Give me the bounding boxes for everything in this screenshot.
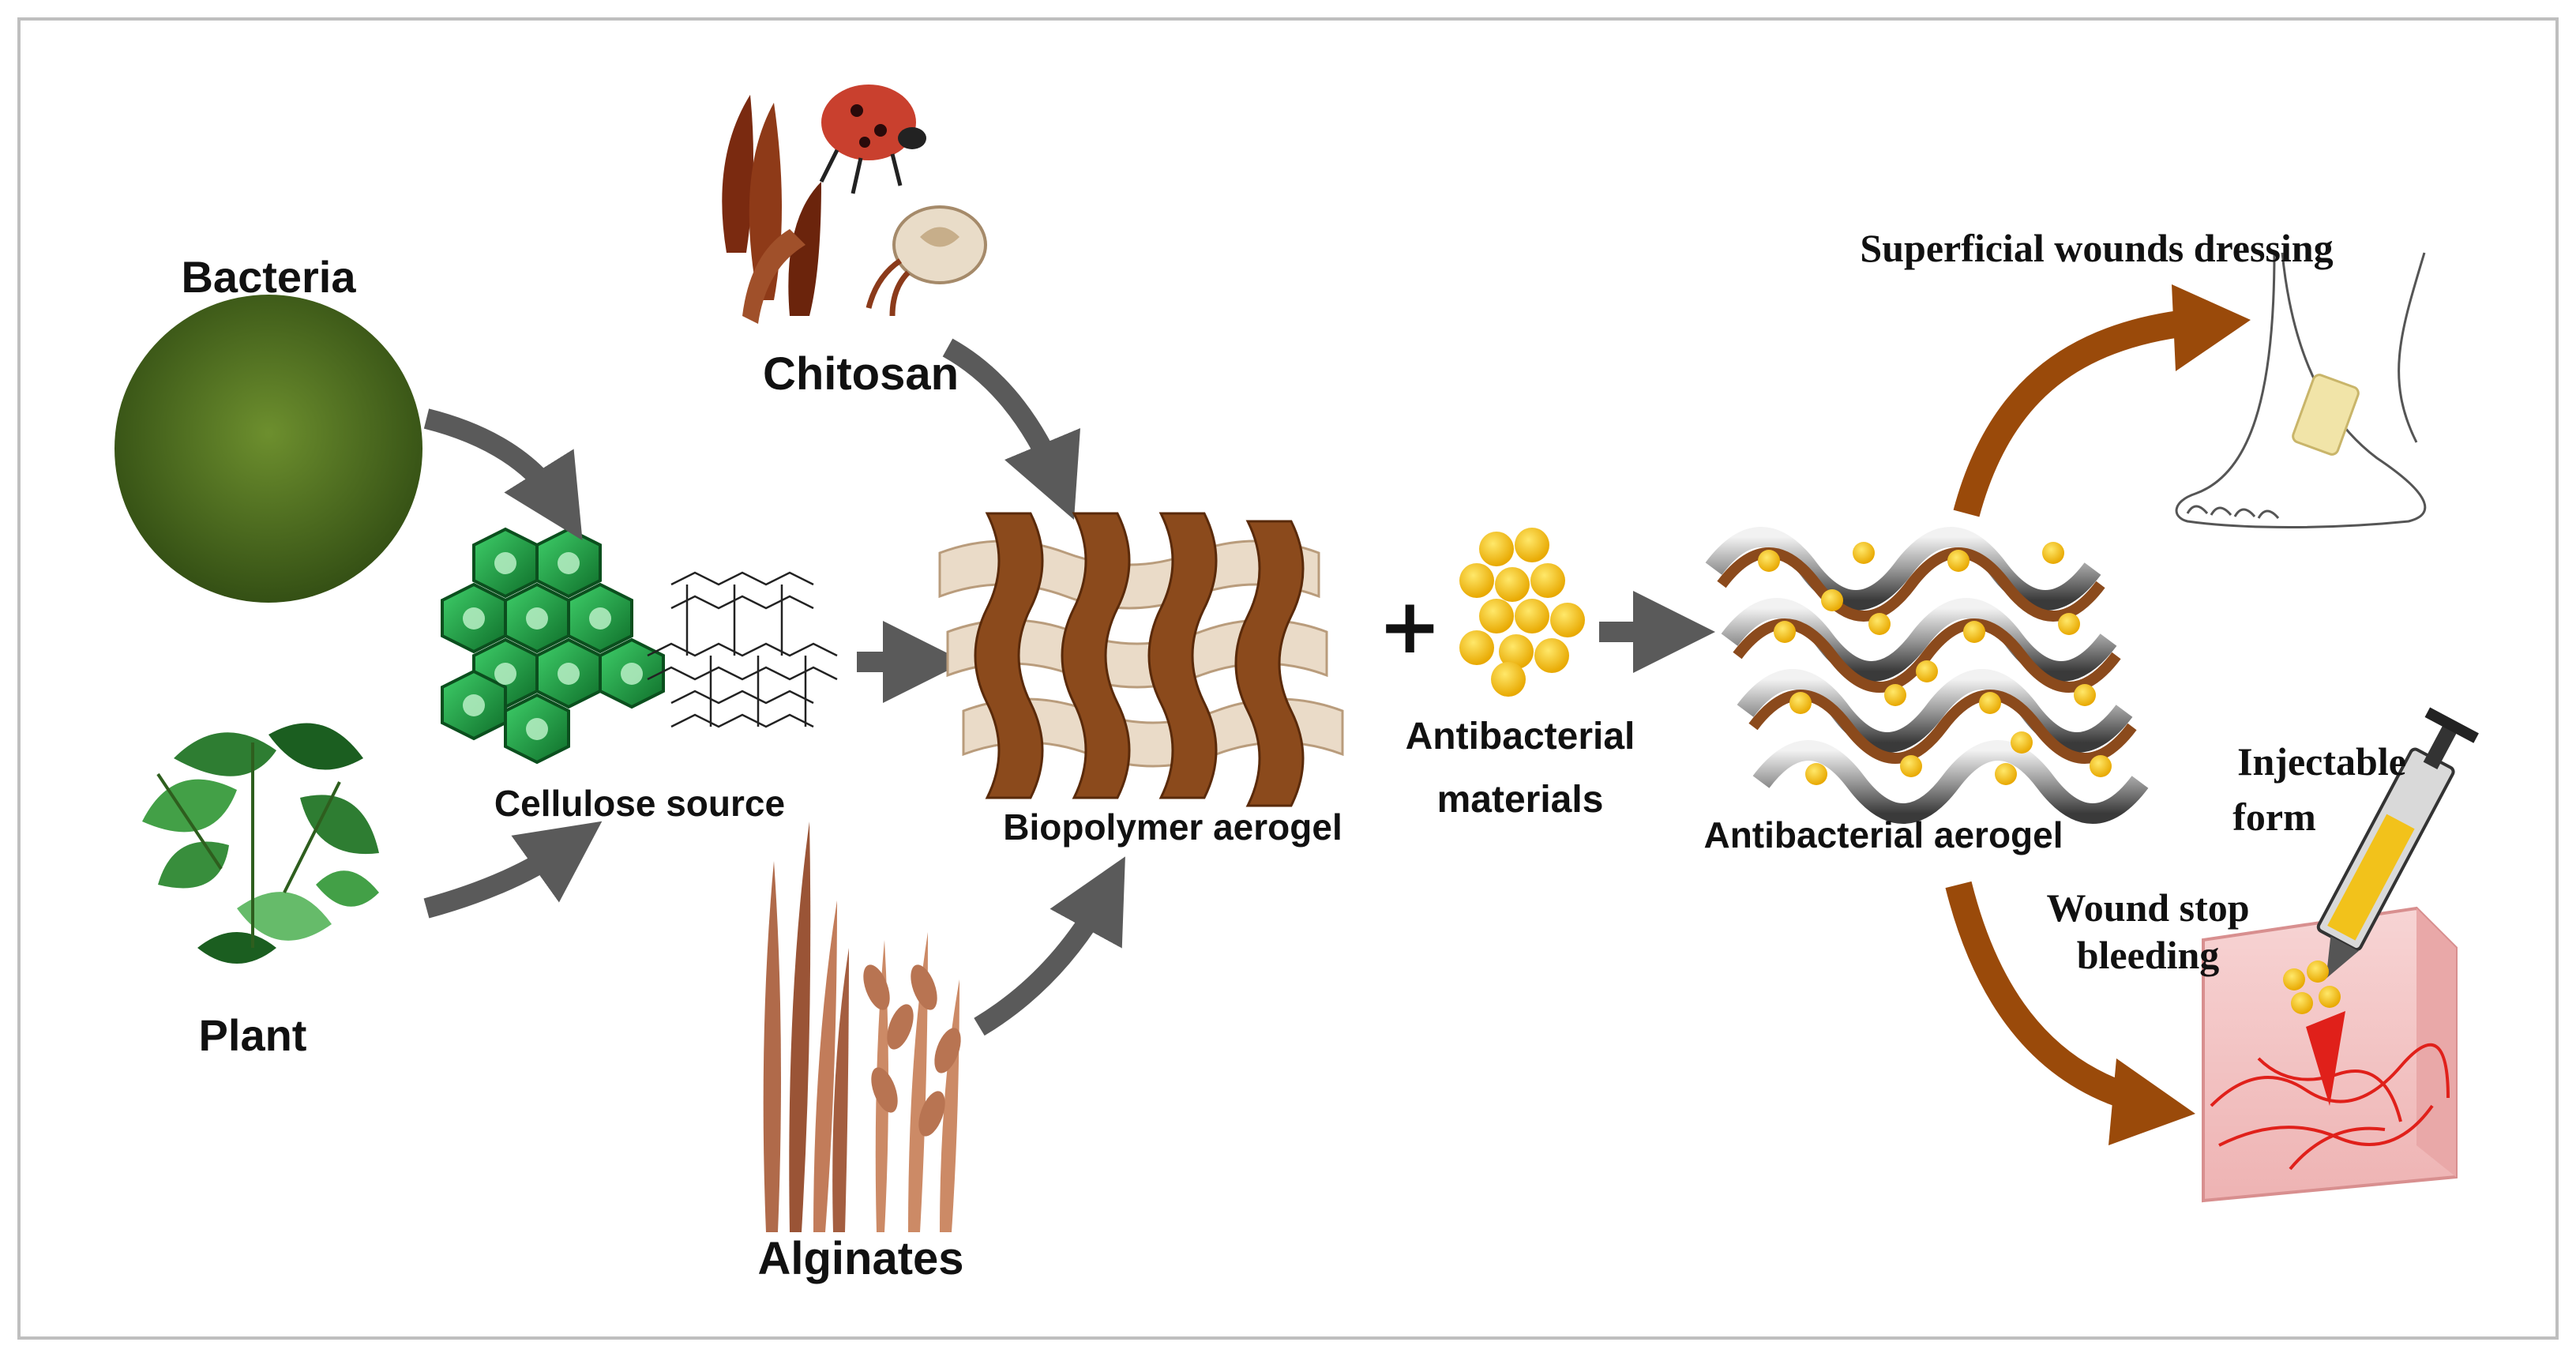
- alginates-image: [763, 821, 961, 1232]
- foot-with-dressing-image: [2175, 252, 2427, 528]
- antibacterial-aerogel-structure: [1705, 527, 2149, 824]
- bacteria-image: [115, 295, 422, 620]
- cellulose-chemical-structure: [647, 571, 838, 728]
- arrow-chitosan-to-aerogel: [942, 338, 1080, 520]
- cellulose-hexagon-structure: [441, 527, 665, 765]
- arrow-to-wound-stop-bleeding: [1945, 881, 2195, 1145]
- plant-image: [117, 720, 385, 989]
- injectable-form-label-line2: form: [2232, 795, 2316, 839]
- arrow-bacteria-to-cellulose: [423, 408, 583, 541]
- injectable-form-label-line1: Injectable: [2237, 739, 2406, 784]
- arrow-to-superficial-wounds: [1953, 284, 2251, 517]
- wound-stop-bleeding-label-line1: Wound stop: [2046, 885, 2250, 930]
- figure-frame: [17, 17, 2559, 1340]
- cellulose-source-label: Cellulose source: [494, 783, 786, 824]
- antibacterial-materials-label-line1: Antibacterial: [1405, 716, 1635, 757]
- wound-stop-bleeding-label-line2: bleeding: [2076, 933, 2220, 977]
- chitosan-label: Chitosan: [762, 348, 959, 400]
- syringe-image: [2283, 707, 2479, 1014]
- superficial-wounds-dressing-label: Superficial wounds dressing: [1860, 226, 2334, 270]
- tissue-block-image: [2202, 906, 2458, 1203]
- antibacterial-aerogel-label: Antibacterial aerogel: [1703, 814, 2063, 855]
- arrow-plant-to-cellulose: [423, 821, 603, 919]
- biopolymer-aerogel-structure: [938, 512, 1344, 807]
- alginates-label: Alginates: [757, 1233, 964, 1284]
- antibacterial-materials-label-line2: materials: [1436, 779, 1604, 821]
- plant-label: Plant: [198, 1010, 307, 1060]
- arrow-alginates-to-aerogel: [974, 856, 1125, 1036]
- biopolymer-aerogel-label: Biopolymer aerogel: [1003, 806, 1342, 848]
- bacteria-label: Bacteria: [181, 252, 356, 302]
- chitosan-image: [722, 85, 987, 324]
- antibacterial-particles: [1459, 528, 1585, 697]
- plus-sign: +: [1378, 582, 1442, 671]
